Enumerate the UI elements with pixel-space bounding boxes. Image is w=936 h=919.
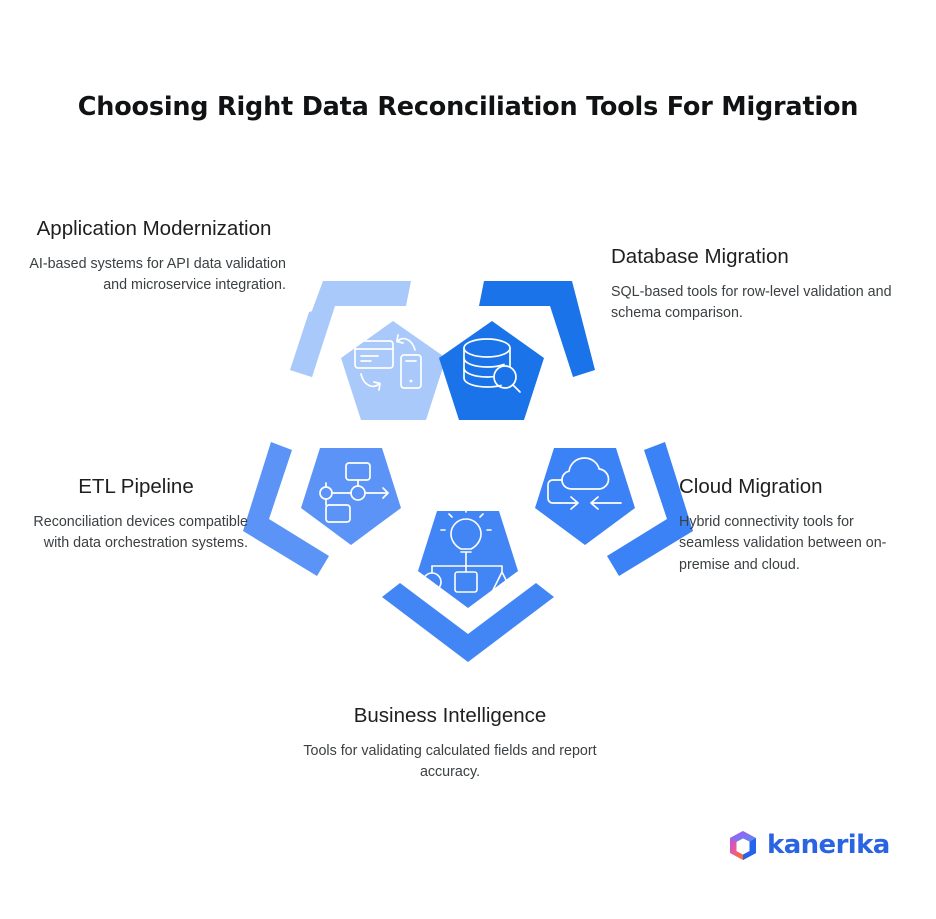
pentagon-application-modernization	[341, 321, 446, 420]
page-title: Choosing Right Data Reconciliation Tools…	[77, 92, 859, 122]
desc-business-intelligence: Tools for validating calculated fields a…	[303, 742, 597, 781]
text-block-etl-pipeline: ETL Pipeline Reconciliation devices comp…	[24, 474, 248, 555]
text-block-application-modernization: Application Modernization AI-based syste…	[22, 216, 286, 297]
text-block-database-migration: Database Migration SQL-based tools for r…	[611, 244, 911, 325]
cloud-sync-icon	[547, 457, 622, 510]
lightbulb-analytics-icon	[422, 507, 513, 593]
bracket-etl-pipeline	[243, 442, 329, 576]
desc-cloud-migration: Hybrid connectivity tools for seamless v…	[679, 513, 887, 573]
desc-etl-pipeline: Reconciliation devices compatible with d…	[33, 513, 248, 552]
brand-logo[interactable]: kanerika	[728, 829, 890, 861]
pentagon-etl-pipeline	[301, 448, 401, 545]
brand-name: kanerika	[767, 830, 890, 860]
desc-application-modernization: AI-based systems for API data validation…	[29, 255, 286, 294]
label-etl-pipeline: ETL Pipeline	[78, 475, 194, 498]
text-block-business-intelligence: Business Intelligence Tools for validati…	[294, 703, 606, 784]
text-block-cloud-migration: Cloud Migration Hybrid connectivity tool…	[679, 474, 911, 576]
label-application-modernization: Application Modernization	[36, 217, 272, 240]
bracket-database-migration	[479, 281, 595, 377]
label-business-intelligence: Business Intelligence	[353, 704, 547, 727]
database-search-icon	[463, 338, 521, 393]
node-etl-pipeline	[243, 442, 401, 576]
bracket-application-modernization	[290, 281, 411, 377]
node-business-intelligence	[382, 507, 554, 662]
workflow-nodes-icon	[319, 462, 389, 523]
pentagon-database-migration	[439, 321, 544, 420]
pentagon-cloud-migration	[535, 448, 635, 545]
bracket-business-intelligence	[382, 583, 554, 662]
label-database-migration: Database Migration	[611, 245, 789, 268]
bracket-application-modernization-tail	[290, 306, 334, 377]
desc-database-migration: SQL-based tools for row-level validation…	[611, 283, 892, 322]
node-application-modernization	[290, 281, 446, 420]
app-screens-sync-icon	[354, 334, 422, 391]
node-database-migration	[439, 281, 595, 420]
node-cloud-migration	[535, 442, 693, 576]
pentagon-business-intelligence	[418, 511, 518, 608]
label-cloud-migration: Cloud Migration	[679, 475, 823, 498]
cube-logo-icon	[730, 831, 756, 860]
